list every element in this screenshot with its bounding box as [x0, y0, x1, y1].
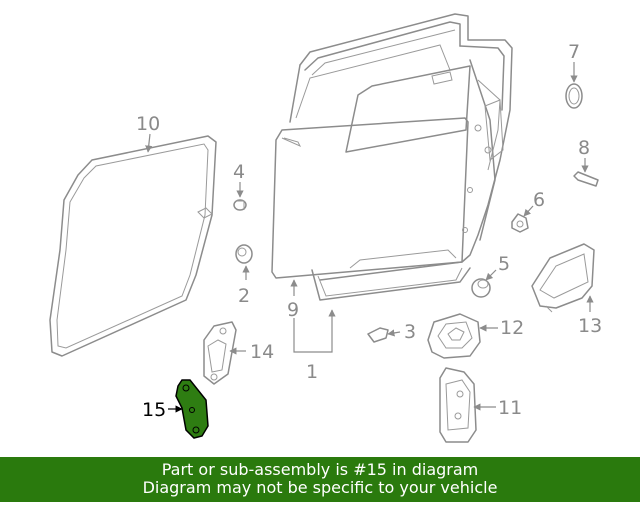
- callout-1: 1: [306, 361, 318, 383]
- clip-part-3: [367, 327, 389, 343]
- callout-6: 6: [533, 189, 545, 211]
- bracket-part-12: [427, 313, 481, 359]
- callout-7: 7: [568, 41, 580, 63]
- bumper-part-2: [235, 244, 253, 264]
- door-frame: [271, 13, 513, 301]
- callout-10: 10: [136, 113, 160, 135]
- banner-line-2: Diagram may not be specific to your vehi…: [142, 478, 498, 497]
- banner-line-1: Part or sub-assembly is #15 in diagram: [161, 460, 479, 479]
- stopper-part-5: [471, 278, 491, 298]
- callout-13: 13: [578, 315, 602, 337]
- cover-part-8: [573, 171, 599, 187]
- grommet-part-6: [511, 213, 529, 233]
- lock-part-11: [439, 367, 477, 443]
- plug-part-7: [565, 83, 583, 109]
- shield-part-13: [531, 243, 595, 313]
- callout-8: 8: [578, 137, 590, 159]
- parts-diagram: 10 4 2 7 8 6 5 13 12 3 14 11 9 1 15: [49, 13, 602, 443]
- callout-labels: 10 4 2 7 8 6 5 13 12 3 14 11 9 1 15: [136, 41, 602, 421]
- callout-12: 12: [500, 317, 524, 339]
- callout-9: 9: [287, 299, 299, 321]
- callout-14: 14: [250, 341, 274, 363]
- highlighted-part-15[interactable]: [175, 379, 209, 439]
- striker-part-14: [203, 321, 237, 385]
- callout-2: 2: [238, 285, 250, 307]
- info-banner: Part or sub-assembly is #15 in diagram D…: [0, 457, 640, 502]
- callout-5: 5: [498, 253, 510, 275]
- callout-11: 11: [498, 397, 522, 419]
- callout-15[interactable]: 15: [142, 399, 166, 421]
- callout-3: 3: [404, 321, 416, 343]
- leader-lines: [145, 62, 594, 413]
- clip-part-4: [233, 199, 247, 211]
- weatherstrip-part-10: [49, 135, 217, 357]
- callout-4: 4: [233, 161, 245, 183]
